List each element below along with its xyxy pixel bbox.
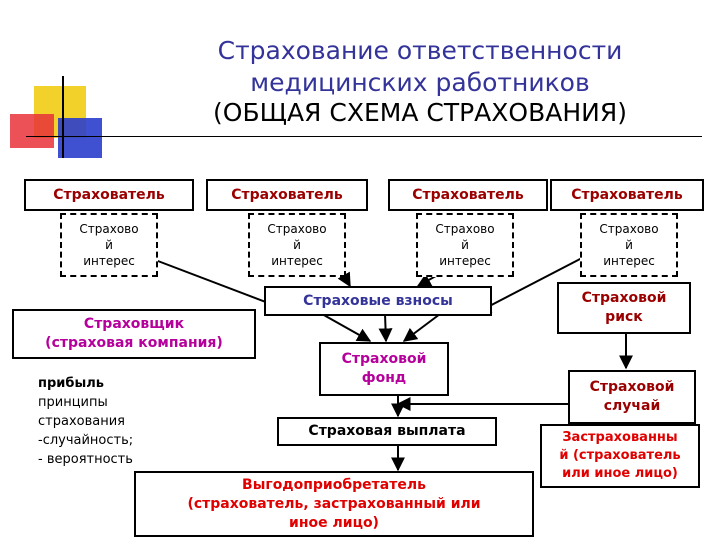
insurance-company-line-2: (страховая компания) (45, 335, 223, 351)
insured-line-3: или иное лицо) (562, 466, 678, 481)
insurer-label: Страхователь (231, 186, 343, 203)
interest-line: интерес (439, 254, 491, 268)
beneficiary-box: Выгодоприобретатель (страхователь, застр… (134, 471, 534, 537)
interest-line: й (293, 238, 301, 252)
notes-line-4: -случайность; (38, 433, 134, 448)
interest-box-4: Страхово й интерес (580, 213, 678, 277)
insurer-label: Страхователь (412, 186, 524, 203)
fund-line-2: фонд (361, 370, 407, 386)
interest-box-1: Страхово й интерес (60, 213, 158, 277)
fund-box: Страховой фонд (319, 342, 449, 396)
insurer-label: Страхователь (571, 186, 683, 203)
risk-line-2: риск (605, 309, 643, 325)
deco-horizontal-line (26, 136, 702, 137)
insurer-box-1: Страхователь (24, 179, 194, 211)
premiums-label: Страховые взносы (303, 292, 453, 309)
insurer-box-2: Страхователь (206, 179, 368, 211)
notes-line-5: - вероятность (38, 452, 133, 467)
beneficiary-line-3: иное лицо) (289, 514, 379, 531)
title-line-2: медицинских работников (250, 68, 590, 97)
interest-line: й (625, 238, 633, 252)
beneficiary-line-2: (страхователь, застрахованный или (187, 495, 481, 512)
notes-profit: прибыль (38, 376, 104, 391)
notes-line-2: принципы (38, 395, 108, 410)
insurer-label: Страхователь (53, 186, 165, 203)
event-line-2: случай (603, 398, 661, 414)
deco-red-square (10, 114, 54, 148)
title-line-3: (ОБЩАЯ СХЕМА СТРАХОВАНИЯ) (213, 98, 627, 127)
arrow-premiums-to-fund-center (378, 313, 393, 343)
risk-box: Страховой риск (557, 282, 691, 334)
notes: прибыль принципы страхования -случайност… (38, 374, 133, 469)
insurance-company-box: Страховщик (страховая компания) (12, 309, 256, 359)
interest-line: й (461, 238, 469, 252)
notes-line-3: страхования (38, 414, 125, 429)
interest-line: Страхово (435, 222, 495, 236)
deco-blue-square (58, 118, 102, 158)
arrow-interest4-to-premiums (476, 257, 583, 313)
payout-box: Страховая выплата (277, 417, 497, 446)
interest-line: интерес (271, 254, 323, 268)
event-box: Страховой случай (568, 370, 696, 424)
interest-line: й (105, 238, 113, 252)
insurance-company-line-1: Страховщик (83, 316, 185, 332)
interest-box-3: Страхово й интерес (416, 213, 514, 277)
interest-box-2: Страхово й интерес (248, 213, 346, 277)
title-line-1: Страхование ответственности (217, 36, 623, 65)
risk-line-1: Страховой (581, 290, 667, 306)
insured-line-2: й (страхователь (559, 448, 681, 463)
interest-line: интерес (83, 254, 135, 268)
insured-line-1: Застрахованны (562, 430, 678, 445)
insurer-box-4: Страхователь (550, 179, 704, 211)
interest-line: Страхово (267, 222, 327, 236)
premiums-box: Страховые взносы (264, 286, 492, 316)
interest-line: Страхово (599, 222, 659, 236)
insured-box: Застрахованны й (страхователь или иное л… (540, 424, 700, 488)
arrow-premiums-to-fund-left (321, 313, 372, 342)
interest-line: Страхово (79, 222, 139, 236)
insurer-box-3: Страхователь (388, 179, 548, 211)
interest-line: интерес (603, 254, 655, 268)
beneficiary-line-1: Выгодоприобретатель (242, 476, 426, 493)
deco-vertical-line (62, 76, 64, 158)
arrow-premiums-to-fund-right (402, 313, 441, 342)
event-line-1: Страховой (589, 379, 675, 395)
payout-label: Страховая выплата (308, 423, 466, 439)
fund-line-1: Страховой (341, 351, 427, 367)
